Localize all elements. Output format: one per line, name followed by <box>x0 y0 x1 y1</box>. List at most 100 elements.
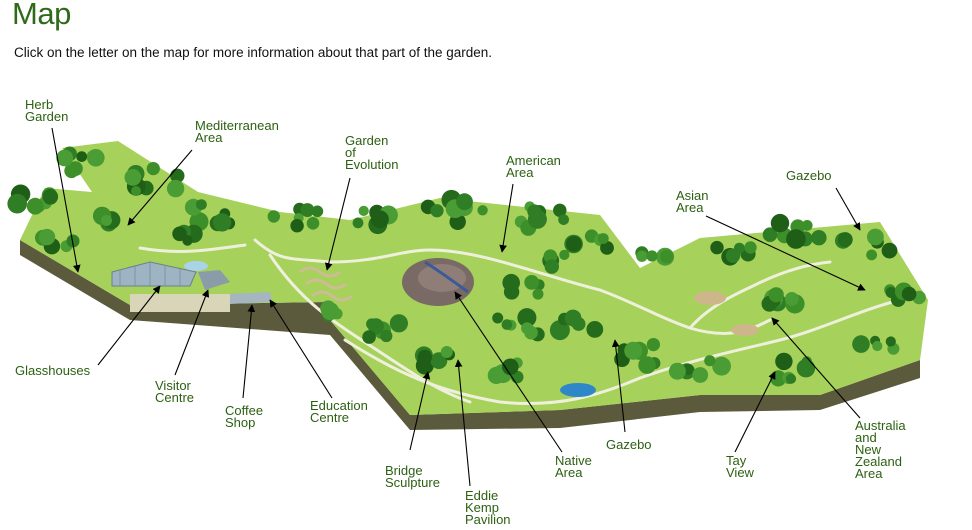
tree-29-3 <box>544 259 559 274</box>
sand-bed <box>694 291 726 305</box>
visitor-centre-building <box>198 270 230 290</box>
tree-10-5 <box>710 240 724 255</box>
glasshouse-building <box>111 261 197 287</box>
tree-28-2 <box>532 288 544 300</box>
tree-15-3 <box>784 292 799 306</box>
tree-19-0 <box>586 321 604 338</box>
tree-4-6 <box>306 217 320 230</box>
label-tay-view[interactable]: Tay View <box>726 453 754 480</box>
tree-14-5 <box>872 340 883 352</box>
tree-26-3 <box>101 215 112 226</box>
tree-21-4 <box>502 358 519 376</box>
label-eddie-kemp-pavilion[interactable]: Eddie Kemp Pavilion <box>465 488 511 527</box>
tree-1-4 <box>87 149 105 167</box>
tree-9-2 <box>636 250 648 262</box>
tree-18-6 <box>624 341 643 360</box>
label-herb-garden[interactable]: Herb Garden <box>25 97 69 124</box>
tree-17-5 <box>692 367 709 383</box>
tree-23-3 <box>362 330 376 344</box>
label-mediterranean-area[interactable]: Mediterranean Area <box>195 118 279 145</box>
tree-25-3 <box>66 234 80 248</box>
tree-17-3 <box>712 356 731 376</box>
tree-0-4 <box>42 189 59 205</box>
label-gazebo-bottom[interactable]: Gazebo <box>606 437 652 452</box>
tree-3-5 <box>196 199 207 211</box>
tree-4-2 <box>311 205 324 218</box>
tree-24-3 <box>331 308 343 320</box>
label-bridge-sculpture[interactable]: Bridge Sculpture <box>385 463 440 490</box>
tree-8-3 <box>600 241 614 255</box>
label-glasshouses[interactable]: Glasshouses <box>15 363 91 378</box>
tree-11-6 <box>786 229 806 249</box>
tree-7-7 <box>527 204 542 219</box>
tree-1-2 <box>76 151 88 163</box>
tree-29-2 <box>559 249 570 260</box>
tree-15-6 <box>768 287 784 303</box>
tree-17-4 <box>704 355 716 367</box>
label-american-area[interactable]: American Area <box>506 153 561 180</box>
tree-27-2 <box>172 226 187 242</box>
label-coffee-shop[interactable]: Coffee Shop <box>225 403 264 430</box>
label-education-centre[interactable]: Education Centre <box>310 398 368 425</box>
tree-2-5 <box>146 162 160 176</box>
tree-4-3 <box>300 203 315 218</box>
sand-bed-2 <box>731 324 759 336</box>
tree-11-4 <box>762 227 778 242</box>
label-garden-of-evolution[interactable]: Garden of Evolution <box>345 133 399 172</box>
page-title: Map <box>12 0 71 31</box>
tree-18-4 <box>638 356 656 374</box>
tree-25-4 <box>38 228 56 246</box>
tree-21-1 <box>487 366 505 384</box>
tree-13-5 <box>901 286 917 302</box>
tree-12-3 <box>867 228 884 246</box>
rock-garden <box>402 258 474 306</box>
tree-5-1 <box>358 205 369 216</box>
label-australia-nz-area[interactable]: Australia and New Zealand Area <box>855 418 906 481</box>
tree-6-5 <box>456 193 473 211</box>
tree-23-4 <box>380 329 393 343</box>
label-visitor-centre[interactable]: Visitor Centre <box>155 378 195 405</box>
tree-11-0 <box>811 230 827 246</box>
label-asian-area[interactable]: Asian Area <box>676 188 709 215</box>
tree-3-6 <box>212 213 232 232</box>
car-park <box>130 294 230 312</box>
tree-11-5 <box>801 220 813 231</box>
tree-14-4 <box>885 336 896 347</box>
tree-22-4 <box>440 346 453 358</box>
tree-22-5 <box>417 349 432 365</box>
tree-canopy <box>7 146 926 387</box>
tree-10-4 <box>744 241 757 254</box>
label-gazebo-top[interactable]: Gazebo <box>786 168 832 183</box>
label-native-area[interactable]: Native Area <box>555 453 592 480</box>
tree-10-3 <box>725 248 741 263</box>
tree-28-1 <box>524 275 540 290</box>
tree-4-1 <box>267 210 280 223</box>
grass-surface <box>20 141 928 415</box>
tree-7-2 <box>553 203 567 217</box>
tree-0-6 <box>7 193 27 214</box>
tree-9-4 <box>646 250 658 262</box>
tree-12-0 <box>881 242 898 259</box>
tree-18-3 <box>646 338 661 352</box>
tree-12-5 <box>837 232 853 248</box>
label-arrows <box>51 127 866 487</box>
tree-7-3 <box>558 214 569 226</box>
tree-14-2 <box>852 335 870 353</box>
tree-6-7 <box>477 205 488 216</box>
tree-20-6 <box>524 325 538 340</box>
tree-4-5 <box>290 219 304 233</box>
tree-2-7 <box>131 186 141 196</box>
tree-19-5 <box>564 309 582 327</box>
tree-17-2 <box>668 362 686 380</box>
tree-16-3 <box>775 352 793 371</box>
tree-2-6 <box>124 169 142 186</box>
tree-8-5 <box>566 236 582 252</box>
tree-11-7 <box>770 213 790 233</box>
evolution-maze <box>299 266 353 302</box>
tree-2-4 <box>166 179 185 198</box>
tree-23-5 <box>389 314 408 333</box>
tree-16-5 <box>785 373 797 384</box>
tree-1-3 <box>68 161 83 177</box>
tree-27-3 <box>182 235 193 246</box>
